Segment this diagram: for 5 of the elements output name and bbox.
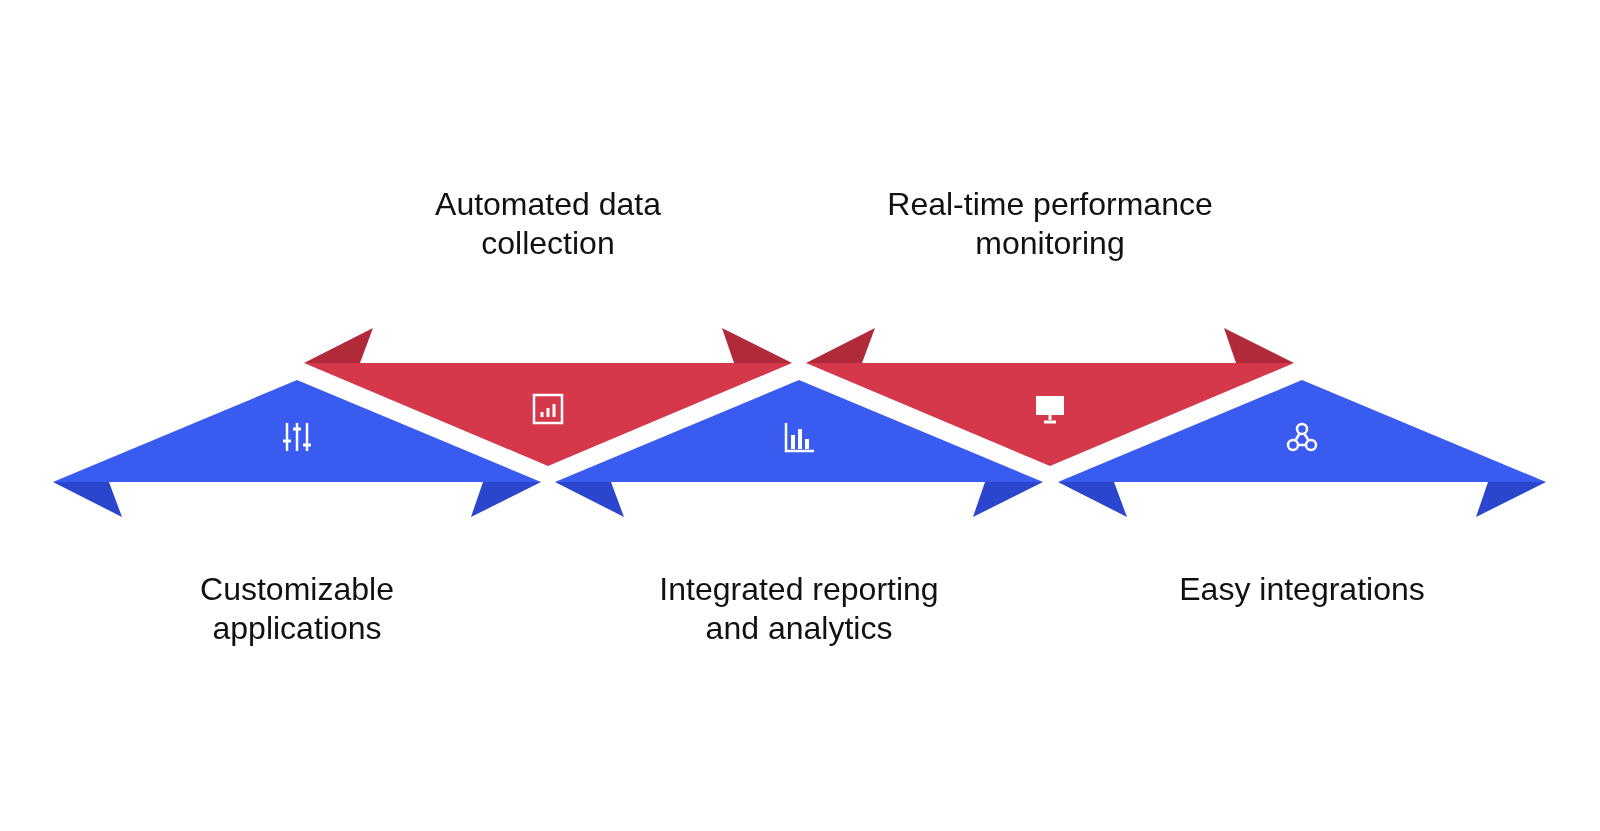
feature-label: Easy integrations [1178,570,1426,609]
feature-label: Integrated reporting and analytics [658,570,940,648]
feature-label: Real-time performance monitoring [886,185,1214,263]
feature-label: Customizable applications [199,570,395,648]
feature-label: Automated data collection [434,185,662,263]
